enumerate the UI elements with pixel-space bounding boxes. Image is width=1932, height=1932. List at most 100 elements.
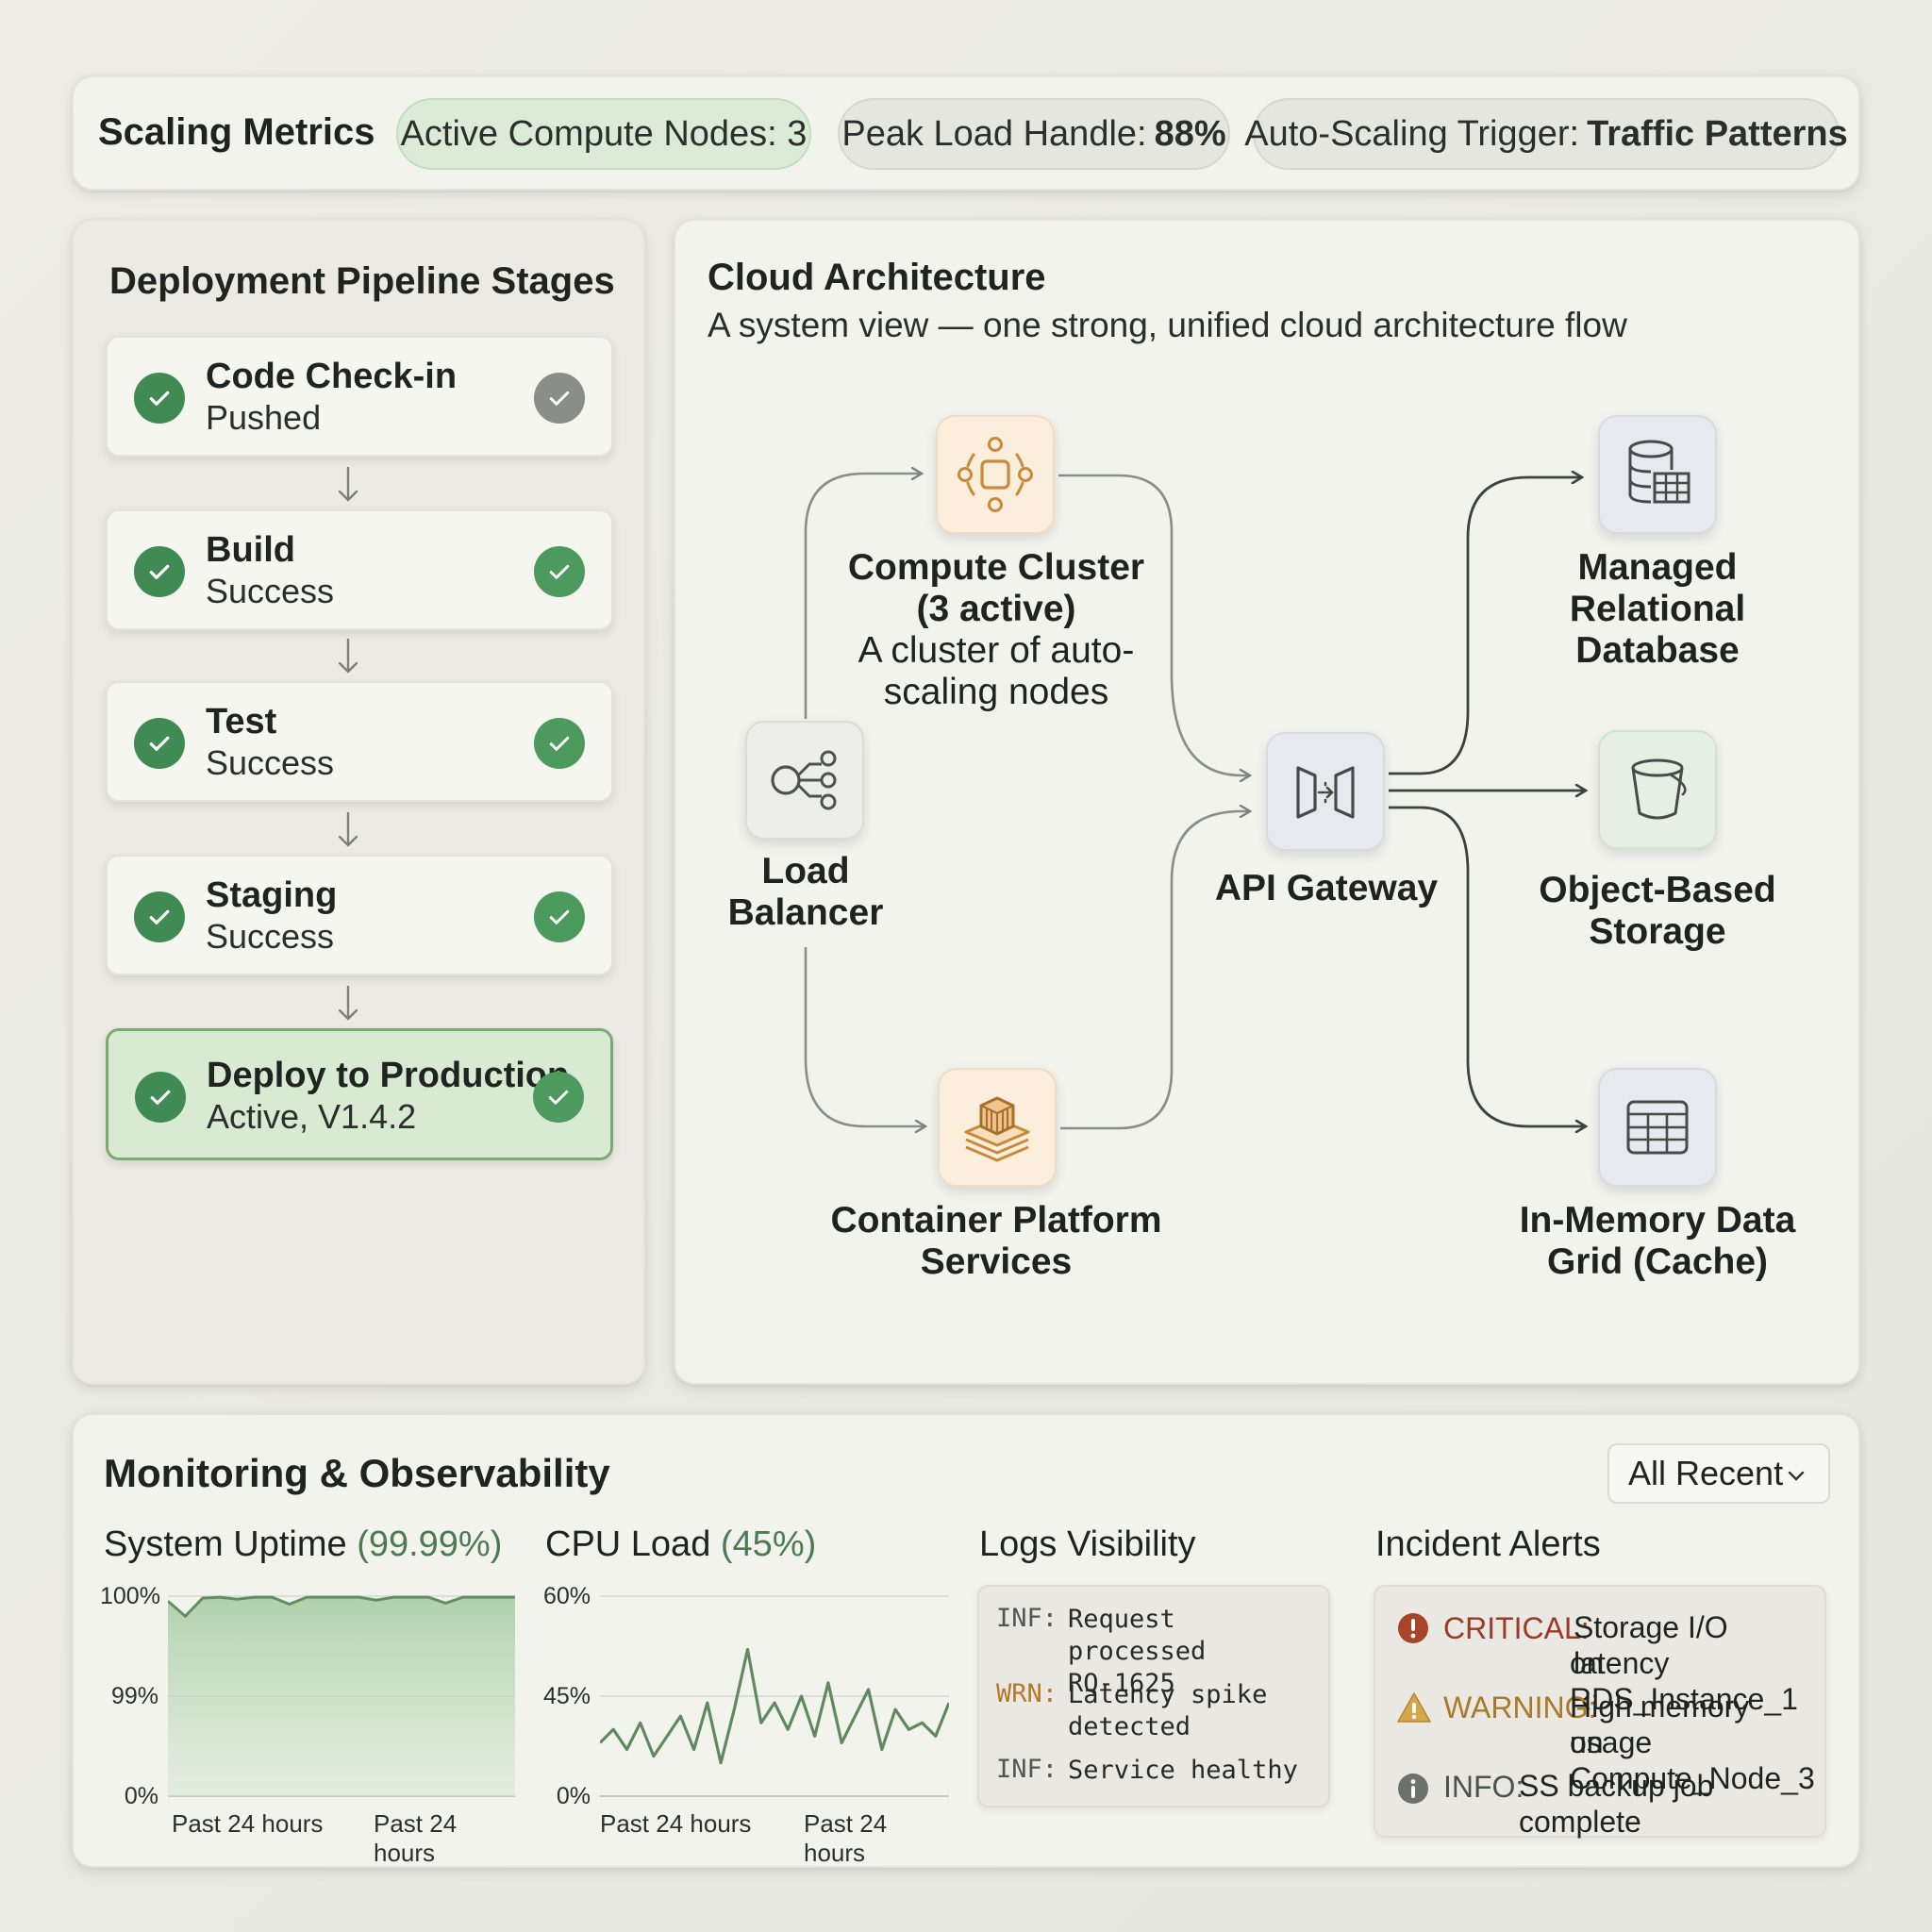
scaling-metrics-title: Scaling Metrics xyxy=(98,111,375,153)
log-level: INF: xyxy=(996,1604,1058,1633)
compute-cluster-name: Compute Cluster xyxy=(847,547,1145,588)
relational-database-name: Database xyxy=(1575,630,1740,671)
uptime-value: (99.99%) xyxy=(357,1524,503,1564)
container-stack-icon xyxy=(964,1096,1030,1162)
active-nodes-label: Active Compute Nodes: 3 xyxy=(400,113,808,154)
cpu-section-title: CPU Load (45%) xyxy=(545,1524,816,1565)
alert-message: High memory usage xyxy=(1570,1690,1750,1759)
cluster-icon xyxy=(958,437,1033,512)
cpu-line xyxy=(600,1647,949,1765)
peak-load-value: 88% xyxy=(1154,113,1226,154)
cpu-ytick: 45% xyxy=(543,1683,591,1709)
peak-load-label: Peak Load Handle: xyxy=(841,113,1147,154)
stage-code-checkin[interactable]: Code Check-in Pushed xyxy=(106,336,613,457)
monitoring-panel: Monitoring & Observability All Recent Sy… xyxy=(72,1413,1860,1868)
uptime-chart: 100% 99% 0% Past 24 hours Past 24 hours xyxy=(100,1574,515,1867)
relational-database-label: Managed Relational Database xyxy=(1502,547,1813,672)
alert-message: SS backup job complete xyxy=(1519,1769,1714,1839)
stage-name: Code Check-in xyxy=(206,357,458,396)
alert-level: INFO: xyxy=(1443,1770,1524,1804)
check-circle-icon xyxy=(134,718,185,769)
database-icon xyxy=(1628,440,1690,504)
log-message: Latency spike detected xyxy=(1068,1679,1267,1743)
uptime-ytick: 100% xyxy=(100,1583,160,1609)
load-balancer-node[interactable] xyxy=(745,721,864,840)
pipeline-title: Deployment Pipeline Stages xyxy=(109,260,615,302)
check-circle-icon xyxy=(534,891,585,942)
log-line: detected xyxy=(1068,1712,1191,1741)
stage-deploy-production[interactable]: Deploy to Production Active, V1.4.2 xyxy=(106,1028,613,1160)
stage-name: Test xyxy=(206,702,277,741)
compute-cluster-label: Compute Cluster (3 active) A cluster of … xyxy=(836,547,1157,713)
relational-database-name: Managed Relational xyxy=(1569,547,1746,629)
check-circle-icon xyxy=(134,891,185,942)
warning-triangle-icon xyxy=(1397,1692,1431,1723)
stage-status: Success xyxy=(206,917,335,956)
alert-message: on RDS_Instance_1 xyxy=(1570,1646,1798,1716)
stage-name: Deploy to Production xyxy=(207,1056,570,1095)
check-circle-icon xyxy=(534,546,585,597)
stage-staging[interactable]: Staging Success xyxy=(106,855,613,975)
architecture-title: Cloud Architecture xyxy=(708,257,1046,298)
cpu-xtick: Past 24 hours xyxy=(600,1809,752,1838)
time-range-dropdown[interactable]: All Recent xyxy=(1607,1443,1830,1504)
stage-name: Build xyxy=(206,530,295,570)
log-line: Latency spike xyxy=(1068,1680,1268,1709)
arrow-down-icon xyxy=(338,638,358,674)
alert-level: WARNING: xyxy=(1443,1690,1597,1724)
log-message: Request processed RQ-1625 xyxy=(1068,1604,1328,1700)
uptime-plot xyxy=(168,1595,515,1797)
cpu-plot xyxy=(600,1595,949,1797)
stage-status: Active, V1.4.2 xyxy=(207,1097,417,1136)
api-gateway-node[interactable] xyxy=(1266,732,1385,851)
arrow-down-icon xyxy=(338,811,358,847)
time-range-value: All Recent xyxy=(1628,1454,1784,1492)
info-icon xyxy=(1398,1774,1428,1804)
connector-compute-gateway xyxy=(1058,474,1249,775)
alert-message: on Compute_Node_3 xyxy=(1570,1725,1815,1795)
load-balancer-name: Balancer xyxy=(727,892,884,933)
check-circle-icon xyxy=(134,546,185,597)
incident-alerts-panel[interactable]: CRITICAL: Storage I/O latency on RDS_Ins… xyxy=(1374,1585,1826,1839)
in-memory-cache-name: Grid (Cache) xyxy=(1546,1241,1769,1282)
compute-cluster-desc: A cluster of auto- xyxy=(858,630,1135,671)
container-platform-node[interactable] xyxy=(938,1068,1057,1187)
logs-panel[interactable]: INF: Request processed RQ-1625 WRN: Late… xyxy=(977,1585,1330,1807)
storage-bucket-icon xyxy=(1631,758,1687,820)
compute-cluster-node[interactable] xyxy=(936,415,1055,534)
architecture-subtitle: A system view — one strong, unified clou… xyxy=(708,306,1627,344)
stage-status: Success xyxy=(206,743,335,782)
api-gateway-icon xyxy=(1296,766,1355,819)
in-memory-cache-node[interactable] xyxy=(1598,1068,1717,1187)
connector-lb-container xyxy=(804,947,924,1126)
object-storage-label: Object-Based Storage xyxy=(1502,870,1813,953)
relational-database-node[interactable] xyxy=(1598,415,1717,534)
uptime-xtick: Past 24 hours xyxy=(374,1809,458,1867)
autoscaling-trigger-pill[interactable]: Auto-Scaling Trigger: Traffic Patterns xyxy=(1244,98,1848,170)
log-line: RQ-1625 xyxy=(1068,1669,1175,1698)
container-platform-label: Container Platform Services xyxy=(789,1200,1204,1283)
deployment-pipeline-panel: Deployment Pipeline Stages Code Check-in… xyxy=(72,219,645,1385)
peak-load-pill[interactable]: Peak Load Handle: 88% xyxy=(838,98,1230,170)
object-storage-name: Object-Based xyxy=(1539,870,1776,910)
critical-alert-icon xyxy=(1398,1613,1428,1643)
in-memory-cache-label: In-Memory Data Grid (Cache) xyxy=(1502,1200,1813,1283)
alert-message: Storage I/O latency xyxy=(1574,1610,1728,1680)
log-level: INF: xyxy=(996,1755,1058,1784)
compute-cluster-desc: scaling nodes xyxy=(883,672,1109,712)
uptime-ytick: 99% xyxy=(110,1683,158,1709)
stage-test[interactable]: Test Success xyxy=(106,681,613,802)
object-storage-node[interactable] xyxy=(1598,730,1717,849)
architecture-connectors xyxy=(804,221,1862,1387)
check-circle-icon xyxy=(534,373,585,424)
uptime-line xyxy=(168,1595,515,1619)
autoscaling-trigger-label: Auto-Scaling Trigger: xyxy=(1244,113,1580,154)
stage-build[interactable]: Build Success xyxy=(106,509,613,630)
active-nodes-pill[interactable]: Active Compute Nodes: 3 xyxy=(396,98,811,170)
uptime-xtick: Past 24 hours xyxy=(172,1809,324,1838)
connector-gateway-cache xyxy=(1389,806,1585,1126)
arrow-down-icon xyxy=(338,985,358,1021)
log-message: Service healthy xyxy=(1068,1755,1298,1787)
arrow-down-icon xyxy=(338,466,358,502)
check-circle-icon xyxy=(134,373,185,424)
